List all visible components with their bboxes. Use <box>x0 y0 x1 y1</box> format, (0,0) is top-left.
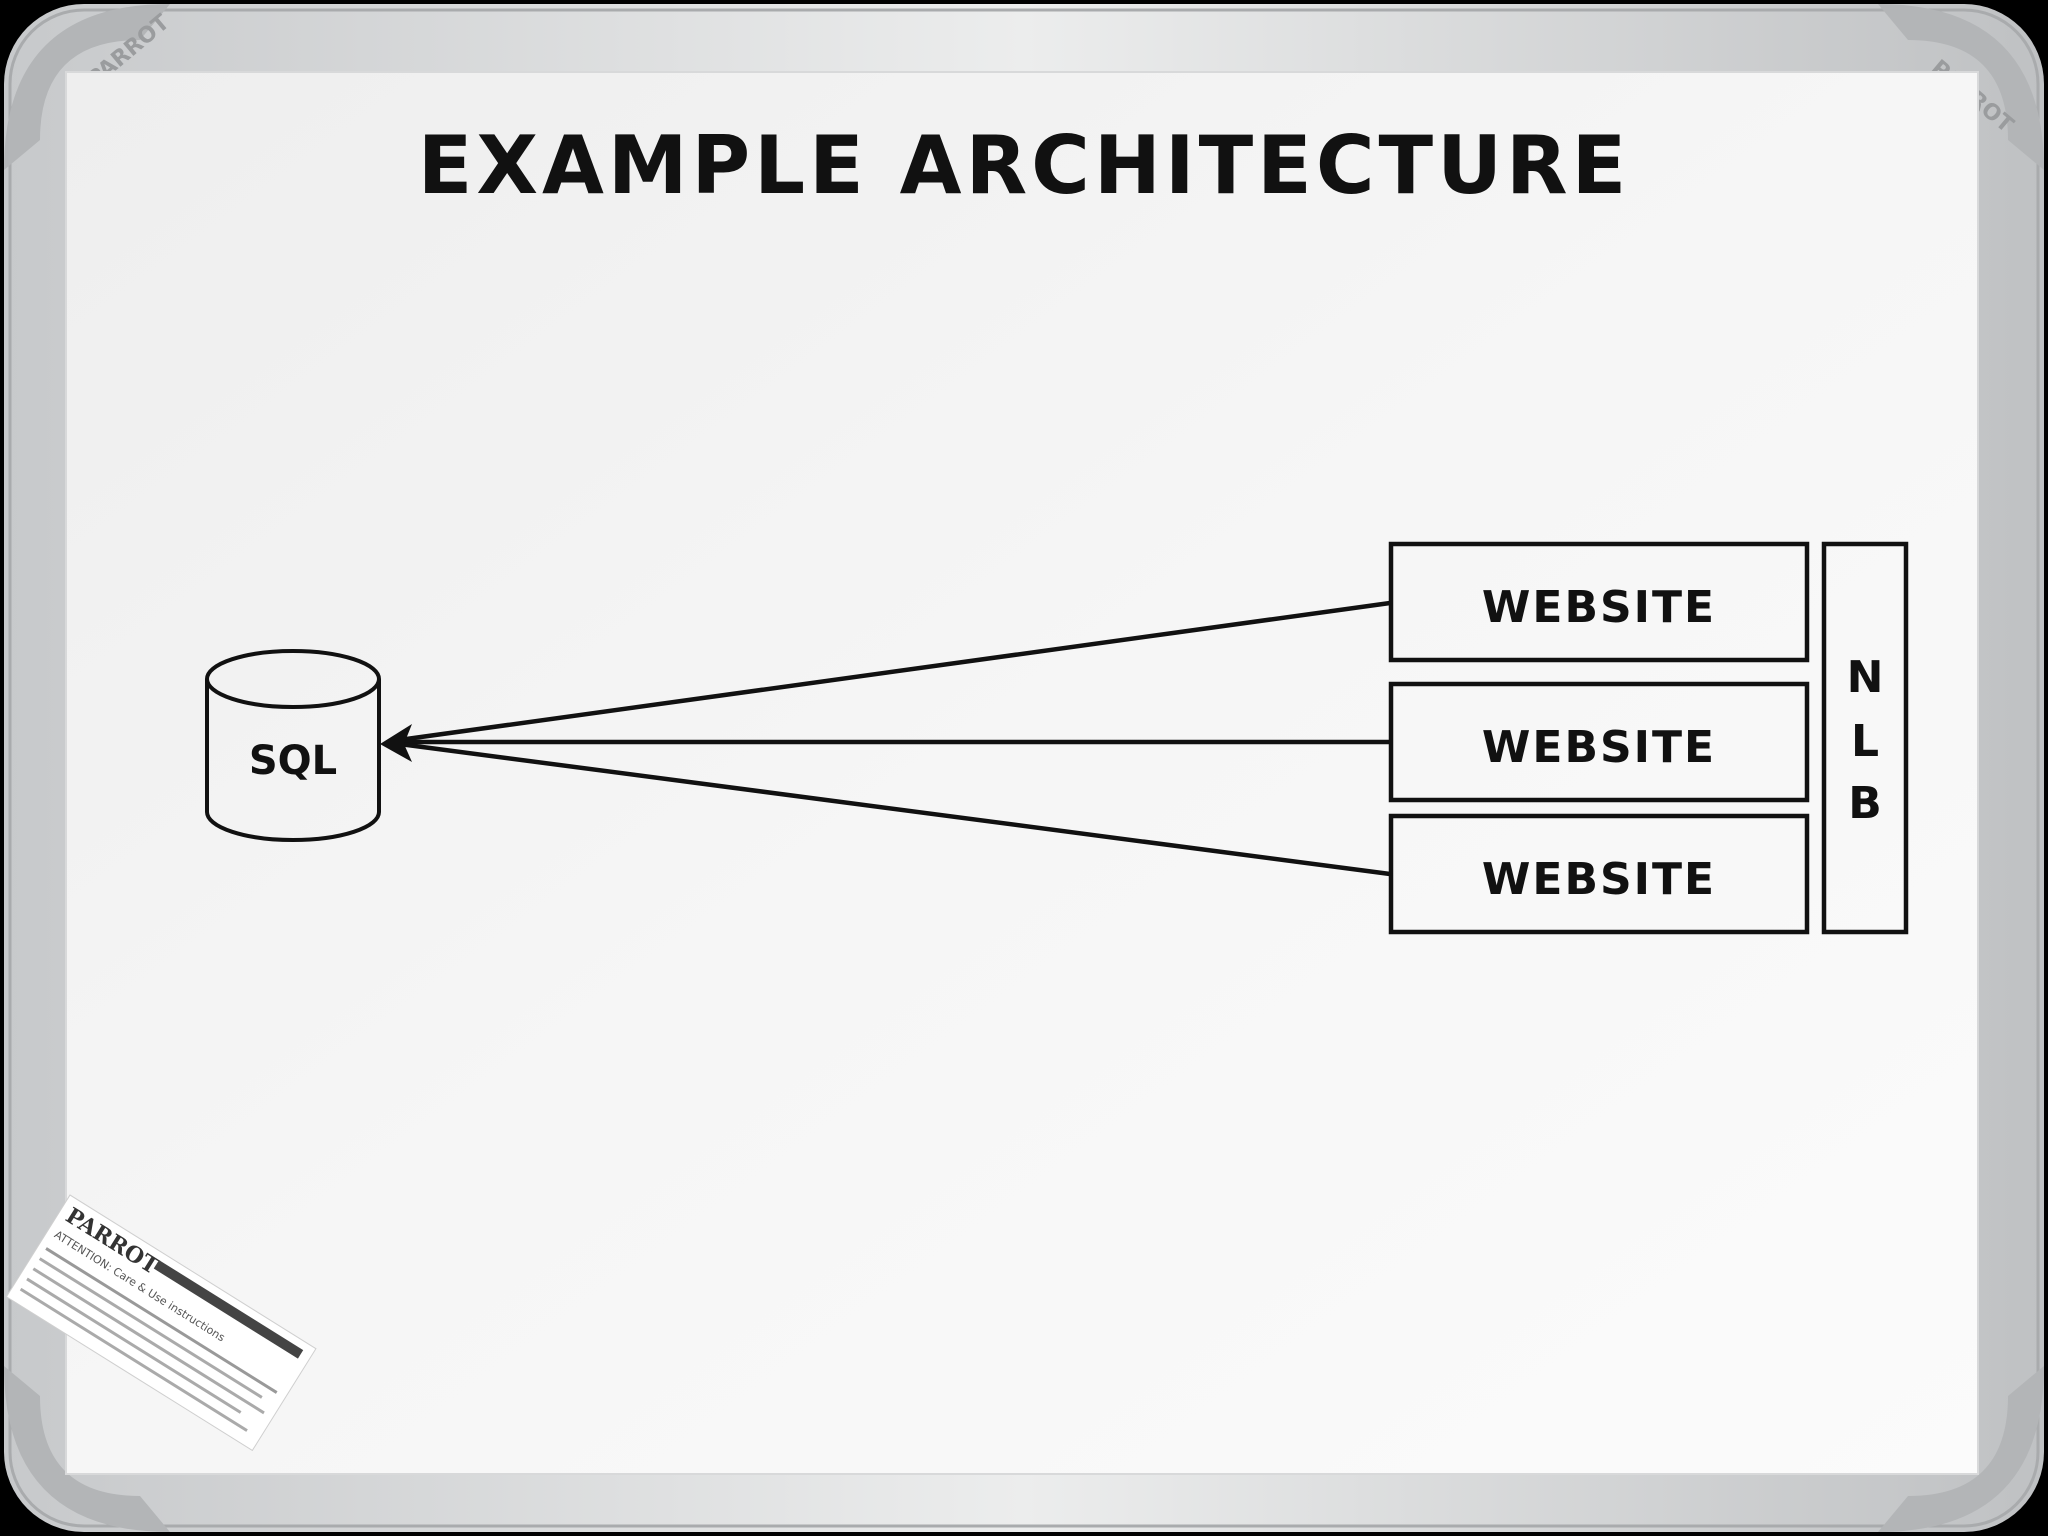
website-label-1: WEBSITE <box>1482 582 1716 633</box>
website-server-1: WEBSITE <box>1388 541 1810 663</box>
board-surface <box>65 71 1979 1475</box>
website-label-2: WEBSITE <box>1482 722 1716 773</box>
nlb-letter-2: L <box>1851 716 1879 767</box>
website-server-2: WEBSITE <box>1388 681 1810 803</box>
website-server-3: WEBSITE <box>1388 813 1810 935</box>
corner-cap-bottom-left <box>4 1366 170 1532</box>
website-box-2 <box>1388 681 1810 803</box>
diagram-title: EXAMPLE ARCHITECTURE <box>418 119 1631 212</box>
corner-cap-bottom-right <box>1878 1366 2044 1532</box>
nlb-box <box>1821 541 1909 935</box>
database-cylinder-top <box>205 649 381 709</box>
network-load-balancer: N L B <box>1821 541 1909 935</box>
database-cylinder-body <box>205 679 381 842</box>
connection-arrow-1 <box>391 600 1391 744</box>
website-box-1 <box>1388 541 1810 663</box>
website-label-3: WEBSITE <box>1482 854 1716 905</box>
website-box-3 <box>1388 813 1810 935</box>
nlb-letter-1: N <box>1847 652 1884 703</box>
corner-cap-top-right <box>1878 4 2044 170</box>
connections <box>380 600 1391 877</box>
connection-arrow-3 <box>391 740 1391 877</box>
nlb-letter-3: B <box>1848 778 1882 829</box>
arrowhead <box>380 724 412 762</box>
database-label: SQL <box>249 738 337 784</box>
corner-cap-top-left <box>4 4 170 170</box>
sql-database: SQL <box>205 649 381 842</box>
